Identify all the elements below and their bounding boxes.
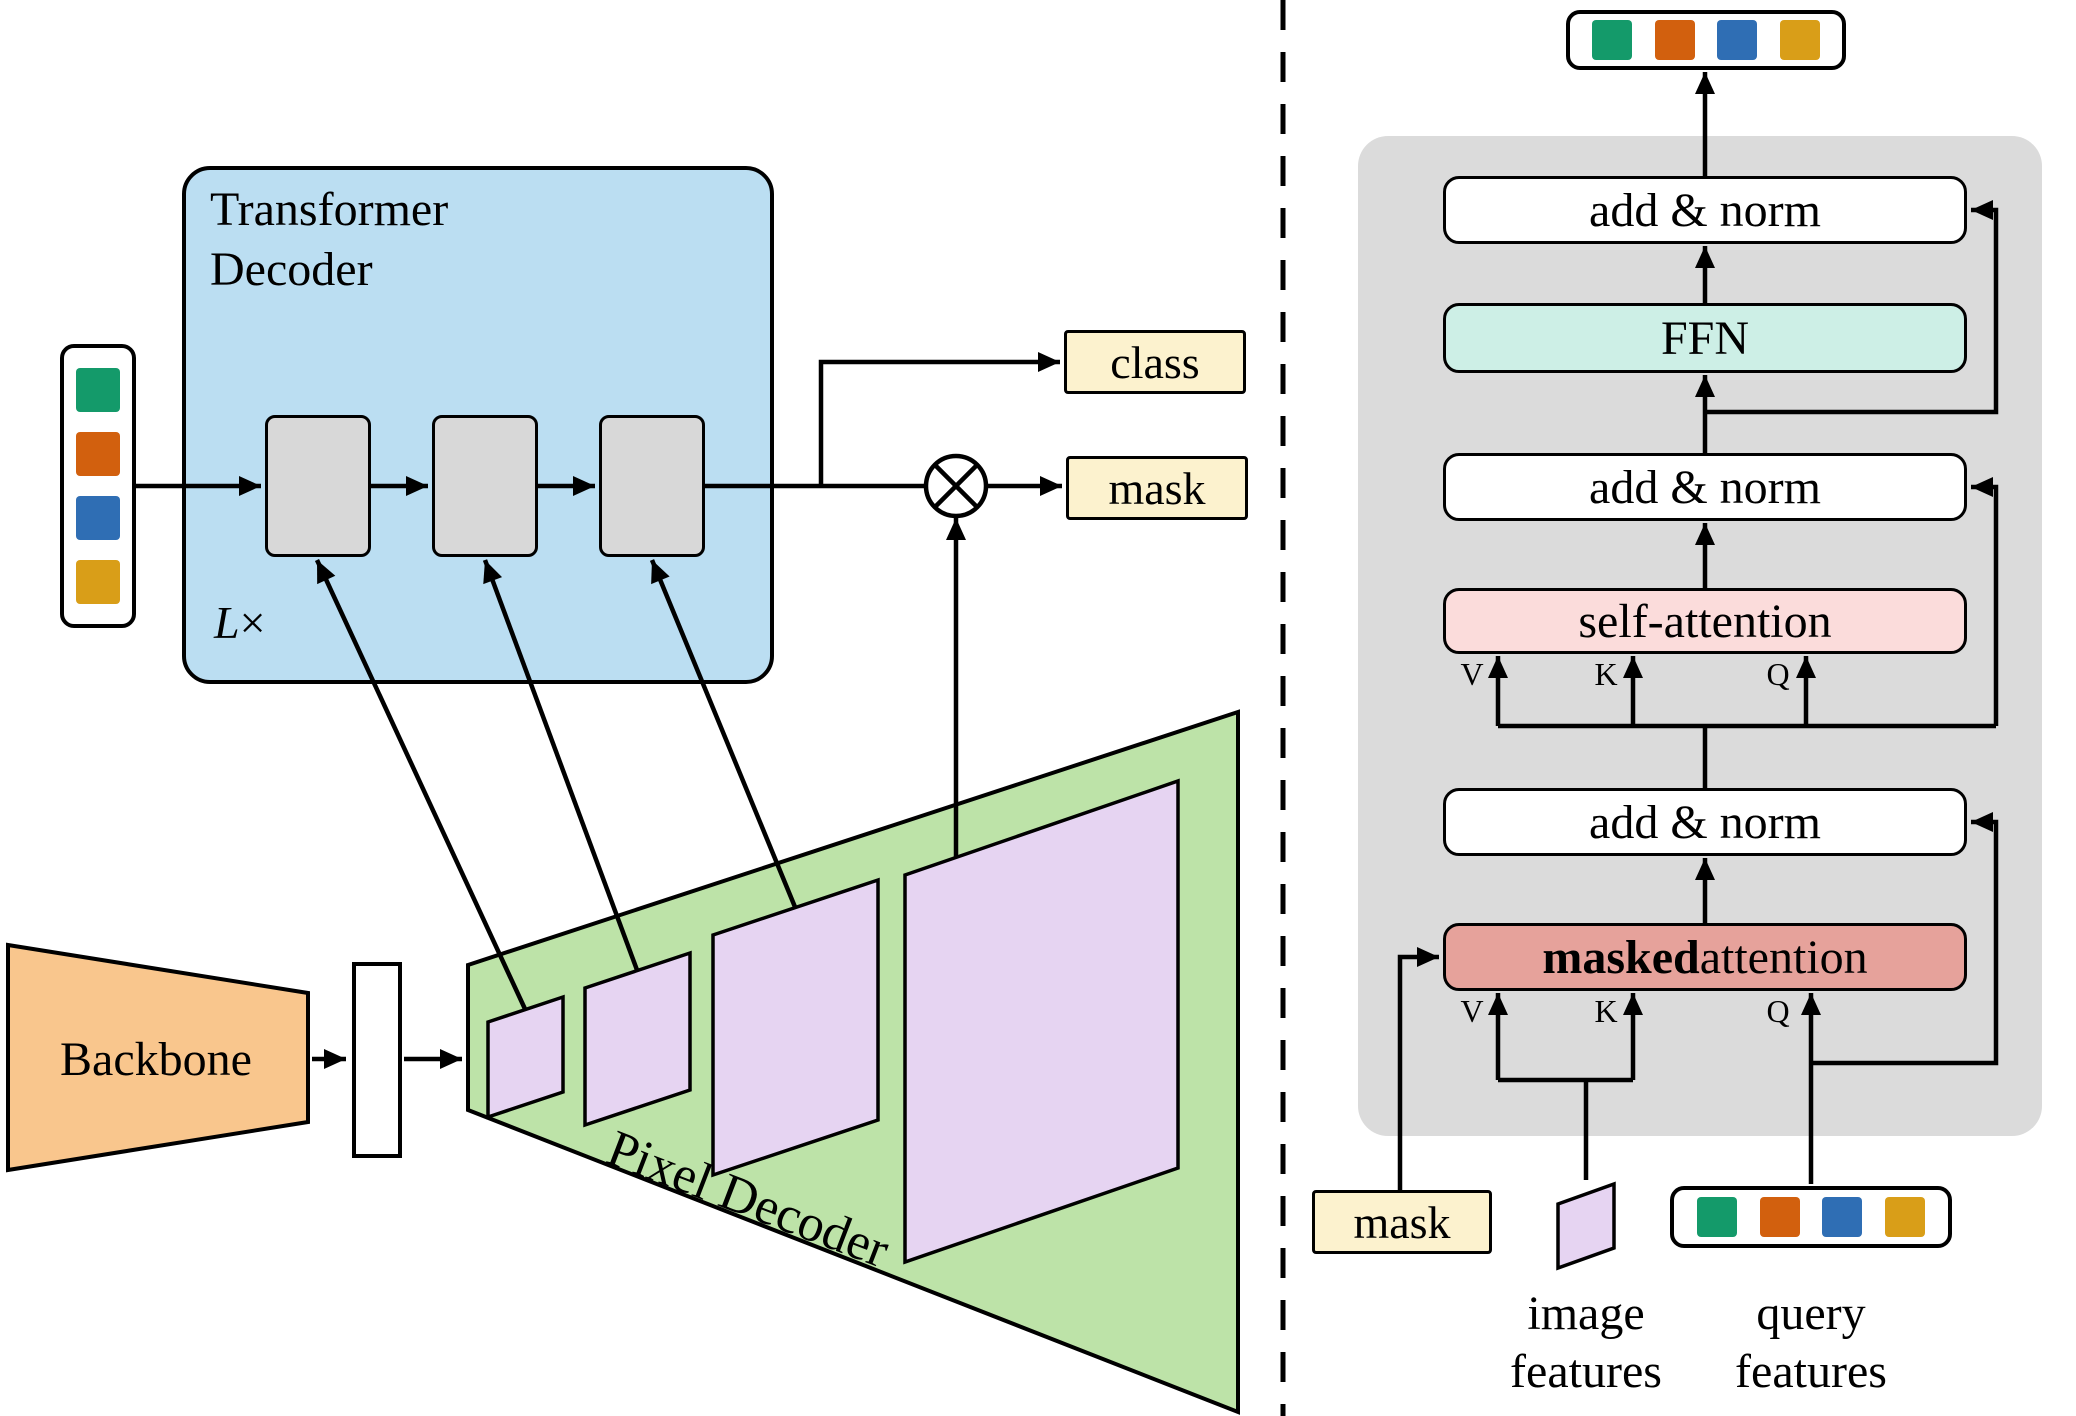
image-features-line2: features [1510,1345,1662,1398]
token-orange-icon [1654,20,1695,60]
repeat-count-label: L× [214,596,266,649]
transformer-decoder-title: Transformer Decoder [210,180,448,300]
token-amber-icon [1779,20,1820,60]
pixel-decoder-shape [466,709,1240,1415]
v-label-selfattn: V [1460,656,1484,692]
backbone-feature-column [352,962,402,1158]
token-amber-icon [76,560,120,604]
multiply-icon [923,453,989,519]
token-amber-icon [1885,1197,1926,1237]
backbone-label: Backbone [60,1033,252,1086]
q-label-maskedattn: Q [1766,993,1790,1029]
add-norm-box-3: add & norm [1443,788,1967,856]
ffn-label: FFN [1660,311,1750,365]
input-query-tokens [60,344,136,628]
k-label-maskedattn: K [1594,993,1618,1029]
output-query-tokens [1566,10,1846,70]
add-norm-label: add & norm [1589,183,1821,237]
masked-attention-label-rest: attention [1699,930,1868,984]
token-orange-icon [1759,1197,1800,1237]
pixel-decoder-label: Pixel Decoder [599,1119,897,1280]
token-green-icon [1592,20,1633,60]
image-features-icon [1556,1181,1616,1271]
q-label-selfattn: Q [1766,656,1790,692]
add-norm-label: add & norm [1589,460,1821,514]
add-norm-box-2: add & norm [1443,453,1967,521]
token-blue-icon [76,496,120,540]
feature-map-4 [903,778,1180,1265]
repeat-count-times: × [239,597,266,648]
masked-attention-label-bold: masked [1542,930,1700,984]
add-norm-box-1: add & norm [1443,176,1967,244]
class-output-box: class [1064,330,1246,394]
token-blue-icon [1717,20,1758,60]
decoder-layer-block-3 [599,415,705,557]
self-attention-label: self-attention [1578,594,1832,648]
ffn-box: FFN [1443,303,1967,373]
token-blue-icon [1822,1197,1863,1237]
decoder-layer-block-1 [265,415,371,557]
repeat-count-l: L [214,597,240,648]
mask-input-box: mask [1312,1190,1492,1254]
decoder-layer-block-2 [432,415,538,557]
image-features-label: image features [1446,1285,1726,1401]
add-norm-label: add & norm [1589,795,1821,849]
query-features-line1: query [1756,1287,1866,1340]
v-label-maskedattn: V [1460,993,1484,1029]
query-features-line2: features [1735,1345,1887,1398]
transformer-decoder-title-line1: Transformer [210,183,449,236]
self-attention-box: self-attention [1443,588,1967,654]
token-green-icon [1696,1197,1737,1237]
token-green-icon [76,368,120,412]
k-label-selfattn: K [1594,656,1618,692]
transformer-decoder-title-line2: Decoder [210,243,373,296]
query-features-label: query features [1671,1285,1951,1401]
class-label: class [1110,336,1200,388]
mask-input-label: mask [1353,1196,1451,1248]
arrow-branch-to-class [818,352,1060,486]
query-features-tokens [1670,1186,1952,1248]
mask-output-box: mask [1066,456,1248,520]
masked-attention-box: masked attention [1443,923,1967,991]
token-orange-icon [76,432,120,476]
mask-label: mask [1108,462,1206,514]
feature-map-3 [711,877,880,1178]
feature-map-2 [583,950,692,1128]
image-features-line1: image [1527,1287,1645,1340]
